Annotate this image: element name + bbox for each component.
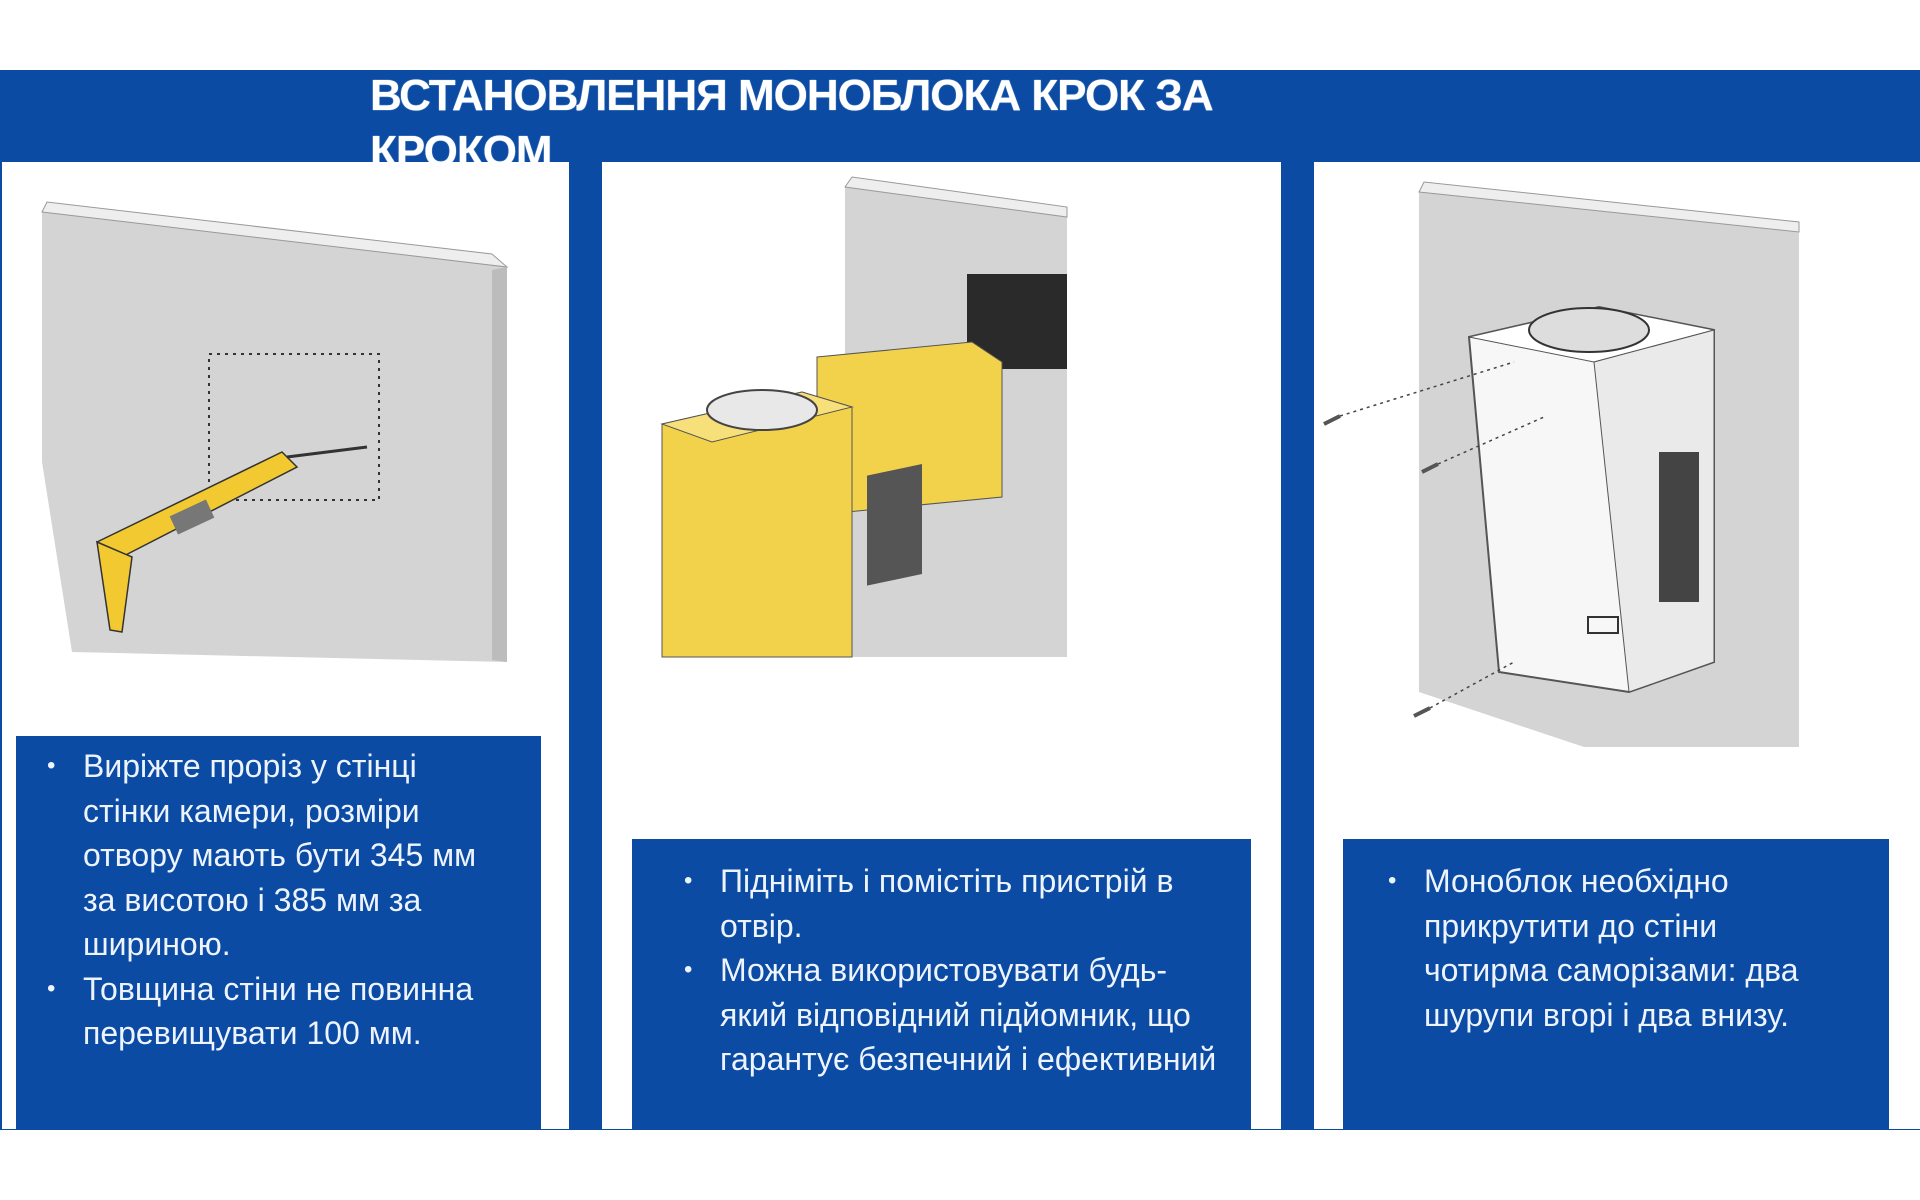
step-1-bullet-1: Виріжте проріз у стінці стінки камери, р… — [47, 744, 503, 967]
screw-icon — [1323, 414, 1439, 718]
page-title: ВСТАНОВЛЕННЯ МОНОБЛОКА КРОК ЗА КРОКОМ — [370, 71, 1214, 176]
unit-screwing-illustration — [1323, 181, 1800, 747]
cutout-outline — [208, 353, 380, 501]
reciprocating-saw-icon — [95, 445, 368, 633]
step-2-bullet-2: Можна використовувати будь-який відповід… — [684, 948, 1230, 1082]
unit-lifting-illustration — [660, 176, 1068, 658]
step-panel-3: Моноблок необхідно прикрутити до стіни ч… — [1314, 162, 1920, 1129]
condensing-unit-icon — [660, 389, 922, 658]
step-3-bullet-1: Моноблок необхідно прикрутити до стіни ч… — [1388, 859, 1844, 1037]
step-2-text-box: Підніміть і помістіть пристрій в отвір. … — [632, 839, 1251, 1129]
step-panel-1: Виріжте проріз у стінці стінки камери, р… — [2, 162, 569, 1129]
wall-cutting-illustration — [41, 201, 509, 662]
step-panel-2: Підніміть і помістіть пристрій в отвір. … — [602, 162, 1281, 1129]
step-1-text-box: Виріжте проріз у стінці стінки камери, р… — [16, 736, 541, 1129]
condensing-unit-icon — [1467, 305, 1715, 694]
step-1-bullet-2: Товщина стіни не повинна перевищувати 10… — [47, 967, 503, 1056]
step-3-text-box: Моноблок необхідно прикрутити до стіни ч… — [1343, 839, 1889, 1129]
step-2-bullet-1: Підніміть і помістіть пристрій в отвір. — [684, 859, 1230, 948]
